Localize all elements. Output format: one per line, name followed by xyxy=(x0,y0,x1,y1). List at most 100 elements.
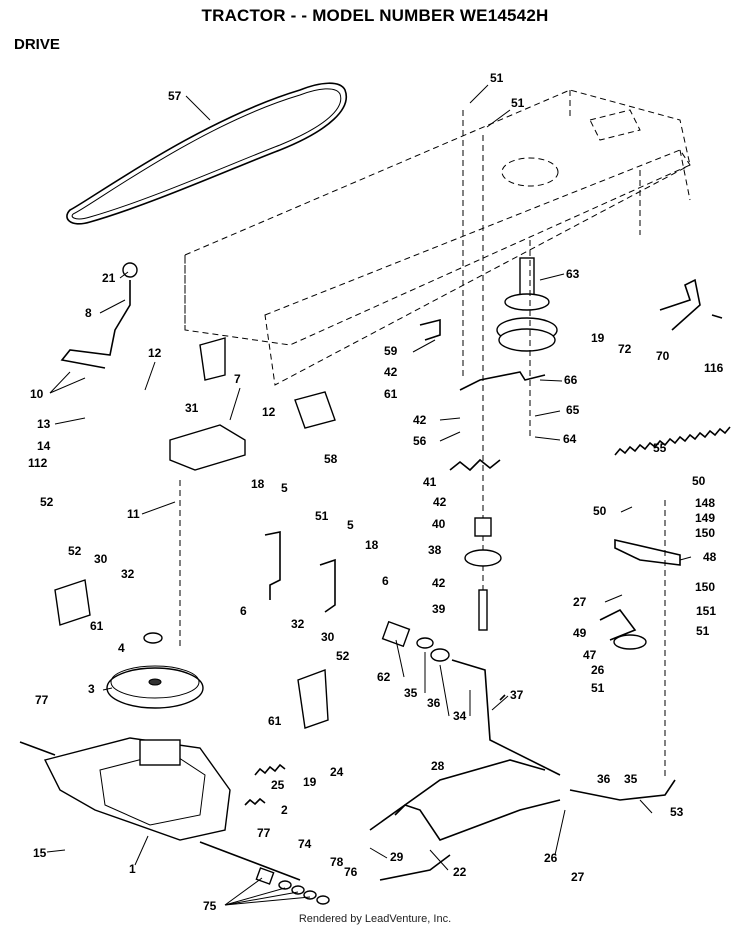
callout: 50 xyxy=(692,474,706,488)
callout: 149 xyxy=(695,511,715,525)
callout: 27 xyxy=(571,870,585,884)
bushing-62 xyxy=(381,620,411,648)
callout-labels: 51 51 57 63 19 72 70 116 21 8 12 10 31 7… xyxy=(28,71,724,913)
callout: 22 xyxy=(453,865,467,879)
callout: 116 xyxy=(704,361,724,375)
callout: 65 xyxy=(566,403,580,417)
callout: 13 xyxy=(37,417,51,431)
callout: 7 xyxy=(234,372,241,386)
rod-28 xyxy=(369,759,546,831)
pedal-shaft xyxy=(451,659,561,776)
callout: 10 xyxy=(30,387,44,401)
callout: 52 xyxy=(68,544,82,558)
rod-66 xyxy=(459,371,546,391)
spring-25 xyxy=(254,763,286,776)
section-label: DRIVE xyxy=(14,36,60,53)
callout: 62 xyxy=(377,670,391,684)
callout: 40 xyxy=(432,517,446,531)
callout: 66 xyxy=(564,373,578,387)
callout: 8 xyxy=(85,306,92,320)
page-title: TRACTOR - - MODEL NUMBER WE14542H xyxy=(201,6,549,25)
callout: 42 xyxy=(384,365,398,379)
bracket-30-right xyxy=(297,669,329,729)
callout: 61 xyxy=(90,619,104,633)
callout: 56 xyxy=(413,434,427,448)
callout: 77 xyxy=(257,826,271,840)
footer-credit: Rendered by LeadVenture, Inc. xyxy=(298,913,452,925)
callout: 51 xyxy=(511,96,525,110)
shift-lever xyxy=(60,262,138,369)
callout: 36 xyxy=(597,772,611,786)
callout: 37 xyxy=(510,688,524,702)
bracket-31 xyxy=(199,337,226,381)
callout: 47 xyxy=(583,648,597,662)
callout: 32 xyxy=(291,617,305,631)
callout: 151 xyxy=(696,604,716,618)
callout: 150 xyxy=(695,526,715,540)
callout: 53 xyxy=(670,805,684,819)
engine-pulley xyxy=(496,257,558,352)
callout: 61 xyxy=(268,714,282,728)
callout: 52 xyxy=(336,649,350,663)
callout: 5 xyxy=(281,481,288,495)
spring-2 xyxy=(244,797,266,806)
callout: 31 xyxy=(185,401,199,415)
callout: 59 xyxy=(384,344,398,358)
callout: 42 xyxy=(433,495,447,509)
callout: 57 xyxy=(168,89,182,103)
callout: 19 xyxy=(591,331,605,345)
callout: 15 xyxy=(33,846,47,860)
callout: 30 xyxy=(94,552,108,566)
transaxle-pulley xyxy=(106,665,204,709)
callout: 6 xyxy=(240,604,247,618)
idler-spring xyxy=(614,426,731,456)
callout: 21 xyxy=(102,271,116,285)
idler-arm xyxy=(614,538,681,566)
callout: 28 xyxy=(431,759,445,773)
callout: 51 xyxy=(696,624,710,638)
callout: 58 xyxy=(324,452,338,466)
callout: 26 xyxy=(544,851,558,865)
callout: 50 xyxy=(593,504,607,518)
bracket-5-right xyxy=(319,558,336,613)
callout: 18 xyxy=(365,538,379,552)
callout: 55 xyxy=(653,441,667,455)
idler-stack xyxy=(464,517,502,631)
callout: 6 xyxy=(382,574,389,588)
callout: 77 xyxy=(35,693,49,707)
callout: 42 xyxy=(413,413,427,427)
callout: 11 xyxy=(127,507,140,521)
bracket-7 xyxy=(169,424,246,471)
bracket-30-left xyxy=(54,579,91,626)
callout: 32 xyxy=(121,567,135,581)
callout: 76 xyxy=(344,865,358,879)
callout: 35 xyxy=(404,686,418,700)
callout: 51 xyxy=(490,71,504,85)
callout: 74 xyxy=(298,837,312,851)
callout: 49 xyxy=(573,626,587,640)
callout: 12 xyxy=(148,346,162,360)
callout: 51 xyxy=(591,681,605,695)
leader-lines xyxy=(46,84,692,906)
callout: 26 xyxy=(591,663,605,677)
callout: 112 xyxy=(28,456,48,470)
callout: 39 xyxy=(432,602,446,616)
callout: 148 xyxy=(695,496,715,510)
callout: 30 xyxy=(321,630,335,644)
callout: 61 xyxy=(384,387,398,401)
callout: 63 xyxy=(566,267,580,281)
transaxle xyxy=(19,737,301,881)
drive-belt xyxy=(66,82,347,225)
callout: 35 xyxy=(624,772,638,786)
rod-22 xyxy=(394,799,561,841)
callout: 72 xyxy=(618,342,632,356)
callout: 29 xyxy=(390,850,404,864)
callout: 2 xyxy=(281,803,288,817)
callout: 64 xyxy=(563,432,577,446)
callout: 41 xyxy=(423,475,437,489)
callout: 5 xyxy=(347,518,354,532)
spring-41 xyxy=(449,458,501,472)
callout: 42 xyxy=(432,576,446,590)
callout: 3 xyxy=(88,682,95,696)
